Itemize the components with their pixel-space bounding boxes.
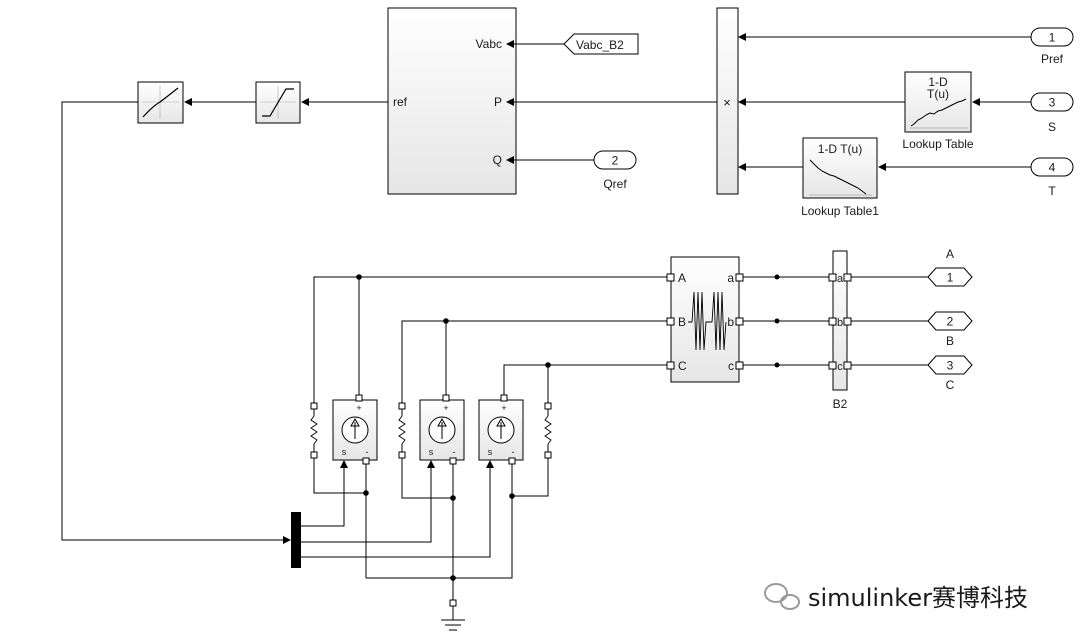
lookup-table-1-name: Lookup Table1 [801, 204, 879, 218]
inport-t[interactable]: 4 T [1030, 157, 1074, 198]
phase-wiring [313, 276, 667, 403]
lower-junctions [363, 490, 515, 581]
source-3-minus: - [512, 447, 515, 457]
transformer-port-b-left: B [678, 315, 686, 329]
bus-port-b: b [837, 317, 843, 329]
bus-b2-label: B2 [833, 397, 848, 411]
signal-qref [506, 156, 594, 164]
resistor-3[interactable] [544, 402, 552, 459]
inport-pref-label: Pref [1041, 52, 1064, 66]
demux-block[interactable] [291, 512, 301, 568]
inport-qref[interactable]: 2 Qref [593, 150, 637, 191]
controller-subsystem[interactable]: Vabc P Q ref [387, 7, 517, 195]
transformer-port-a-right: a [727, 271, 734, 285]
goto-tag-label: Vabc_B2 [576, 38, 624, 52]
inport-pref-number: 1 [1049, 31, 1056, 45]
inport-t-label: T [1048, 184, 1056, 198]
source-2-plus: + [443, 403, 448, 413]
resistor-2[interactable] [398, 402, 406, 459]
current-source-3[interactable]: + s - [478, 394, 524, 468]
transformer-port-a-left: A [678, 271, 686, 285]
signal-ref-to-saturation [301, 98, 388, 106]
lookup-table-1[interactable]: 1-D T(u) Lookup Table1 [801, 137, 879, 218]
product-block[interactable]: × [716, 7, 739, 195]
source-1-plus: + [356, 403, 361, 413]
bus-b2[interactable]: a b c B2 [828, 250, 852, 411]
lookup-table-1-curve-icon [809, 159, 867, 195]
inport-qref-label: Qref [603, 177, 627, 191]
controller-input-vabc: Vabc [476, 37, 502, 51]
source-1-minus: - [366, 447, 369, 457]
outport-b[interactable]: 2 B [927, 311, 973, 348]
junction-dots [356, 274, 551, 368]
saturation-block[interactable] [255, 81, 301, 124]
source-3-plus: + [501, 403, 506, 413]
goto-tag-vabc-b2[interactable]: Vabc_B2 [563, 33, 639, 55]
lookup-table[interactable]: 1-D T(u) Lookup Table [902, 71, 974, 151]
inport-t-number: 4 [1049, 161, 1056, 175]
signal-p [506, 98, 717, 106]
signal-t [738, 163, 1031, 171]
outport-a-number: 1 [947, 271, 954, 285]
lookup-table-1-icon: 1-D T(u) [818, 142, 862, 156]
product-symbol: × [723, 95, 731, 110]
signal-pref [738, 33, 1031, 41]
lookup-table-name: Lookup Table [902, 137, 974, 151]
signal-to-demux [61, 101, 291, 544]
wechat-icon [764, 583, 800, 610]
watermark: simulinker赛博科技 [764, 583, 1028, 612]
outport-a[interactable]: 1 A [927, 247, 973, 287]
transformer-port-c-right: c [728, 359, 734, 373]
wires-bus-outports [851, 276, 928, 366]
source-3-signal: s [488, 447, 493, 457]
inport-pref[interactable]: 1 Pref [1030, 27, 1074, 66]
watermark-text: simulinker赛博科技 [808, 584, 1028, 612]
lookup-table-curve-icon [910, 98, 967, 127]
lower-wiring [301, 458, 549, 600]
source-2-minus: - [453, 447, 456, 457]
outport-b-label: B [946, 334, 954, 348]
controller-input-p: P [494, 95, 502, 109]
controller-output-ref: ref [393, 95, 408, 109]
transformer-port-c-left: C [678, 359, 687, 373]
inport-s-label: S [1048, 120, 1056, 134]
bus-port-a: a [837, 273, 844, 285]
saturation-icon [262, 88, 294, 117]
wires-transformer-bus [743, 274, 829, 368]
signal-vabc [506, 40, 564, 48]
controller-input-q: Q [493, 153, 502, 167]
signal-s [738, 98, 1031, 106]
transformer-coil-icon [688, 291, 727, 351]
outport-c[interactable]: 3 C [927, 355, 973, 392]
source-1-signal: s [342, 447, 347, 457]
inport-qref-number: 2 [612, 154, 619, 168]
signal-saturation-to-curve [184, 98, 256, 106]
lookup-table-icon-line2: T(u) [927, 87, 949, 101]
lookup-table-icon-line1: 1-D [928, 75, 948, 89]
outport-c-label: C [946, 378, 955, 392]
resistor-1[interactable] [310, 402, 318, 459]
bus-port-c: c [837, 361, 843, 373]
inport-s-number: 3 [1049, 96, 1056, 110]
current-source-2[interactable]: + s - [419, 394, 465, 468]
transformer-port-b-right: b [727, 315, 734, 329]
current-source-1[interactable]: + s - [332, 394, 378, 468]
ground-icon[interactable] [441, 599, 465, 631]
outport-a-label: A [946, 247, 954, 261]
transformer[interactable]: A B C a b c [666, 256, 744, 383]
curve-block[interactable] [137, 81, 184, 124]
inport-s[interactable]: 3 S [1030, 92, 1074, 134]
outport-c-number: 3 [947, 359, 954, 373]
curve-icon [142, 87, 179, 118]
source-2-signal: s [429, 447, 434, 457]
outport-b-number: 2 [947, 315, 954, 329]
